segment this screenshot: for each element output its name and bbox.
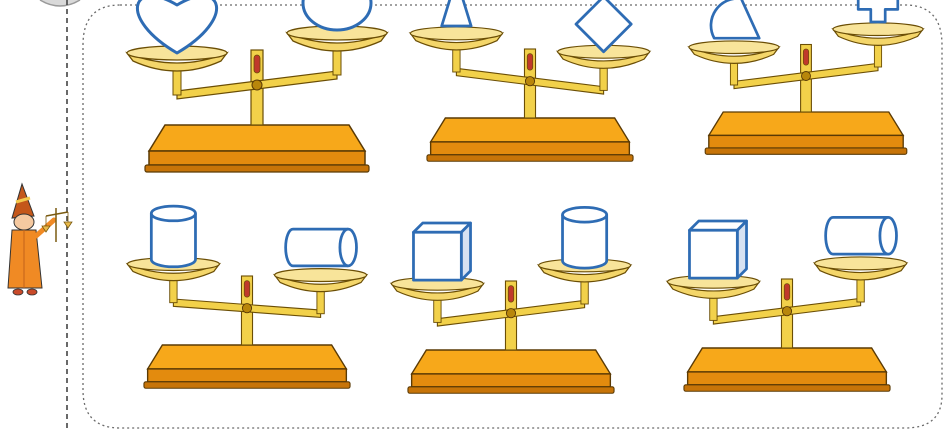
scale-needle <box>243 280 251 298</box>
scale-base-top <box>146 344 348 370</box>
scales-layer <box>125 0 925 394</box>
scale-base-top <box>429 117 631 143</box>
scale-right-pan <box>272 273 369 293</box>
right-shape-diamond <box>574 0 633 54</box>
scale-left-pan <box>665 280 762 299</box>
scale-pivot <box>241 303 253 314</box>
scale-bottom-2 <box>389 206 633 394</box>
right-shape-cylinder-lying <box>284 227 358 268</box>
scale-base-front <box>686 371 888 386</box>
scale-left-pan <box>125 262 222 282</box>
scale-top-3 <box>687 0 925 155</box>
scale-base-foot <box>683 384 891 392</box>
scale-base-foot <box>143 381 351 389</box>
scale-left-pan <box>389 282 486 301</box>
wizard-with-scale-icon <box>7 182 73 296</box>
scale-needle <box>253 54 261 74</box>
right-shape-cylinder-lying <box>824 215 898 256</box>
scale-pivot <box>524 76 536 87</box>
right-shape-cross <box>856 0 900 24</box>
worksheet-panel <box>82 4 943 429</box>
left-shape-cylinder-upright <box>149 204 197 269</box>
corner-arc-decoration <box>39 0 81 7</box>
scale-base-foot <box>144 164 370 173</box>
scale-base-front <box>708 134 904 149</box>
scale-base-top <box>686 347 888 373</box>
scale-pivot <box>781 306 793 317</box>
left-shape-triangle <box>440 0 473 28</box>
scale-needle <box>507 285 515 303</box>
scale-pivot <box>505 308 517 319</box>
scale-base-front <box>146 368 348 383</box>
scale-base-foot <box>704 147 908 155</box>
scale-right-pan <box>831 27 925 46</box>
scale-base-foot <box>407 386 615 394</box>
scale-right-pan <box>536 264 633 283</box>
scale-right-pan <box>555 50 652 69</box>
scale-base-front <box>148 150 366 166</box>
scale-right-pan <box>812 262 909 281</box>
scale-needle <box>802 48 810 66</box>
left-shape-cube <box>688 219 748 280</box>
scale-bottom-1 <box>125 204 369 389</box>
right-shape-circle <box>301 0 373 32</box>
scale-top-1 <box>125 0 389 173</box>
left-shape-cube <box>412 221 472 282</box>
scale-needle <box>526 53 534 71</box>
scale-right-pan <box>285 31 389 52</box>
left-shape-semicircle <box>709 0 761 40</box>
scale-left-pan <box>408 32 505 51</box>
left-shape-heart <box>135 0 219 55</box>
scale-base-foot <box>426 154 634 162</box>
scale-base-front <box>429 141 631 156</box>
scale-top-2 <box>408 0 652 162</box>
scale-pivot <box>801 71 811 81</box>
scale-left-pan <box>125 51 229 72</box>
scale-base-front <box>410 373 612 388</box>
scale-bottom-3 <box>665 215 909 392</box>
scale-base-top <box>147 124 367 152</box>
scale-needle <box>783 283 791 301</box>
right-shape-cylinder-upright <box>561 206 609 270</box>
scale-base-top <box>707 111 905 137</box>
scale-pivot <box>251 79 263 91</box>
scale-left-pan <box>687 45 781 64</box>
scale-base-top <box>410 349 612 375</box>
